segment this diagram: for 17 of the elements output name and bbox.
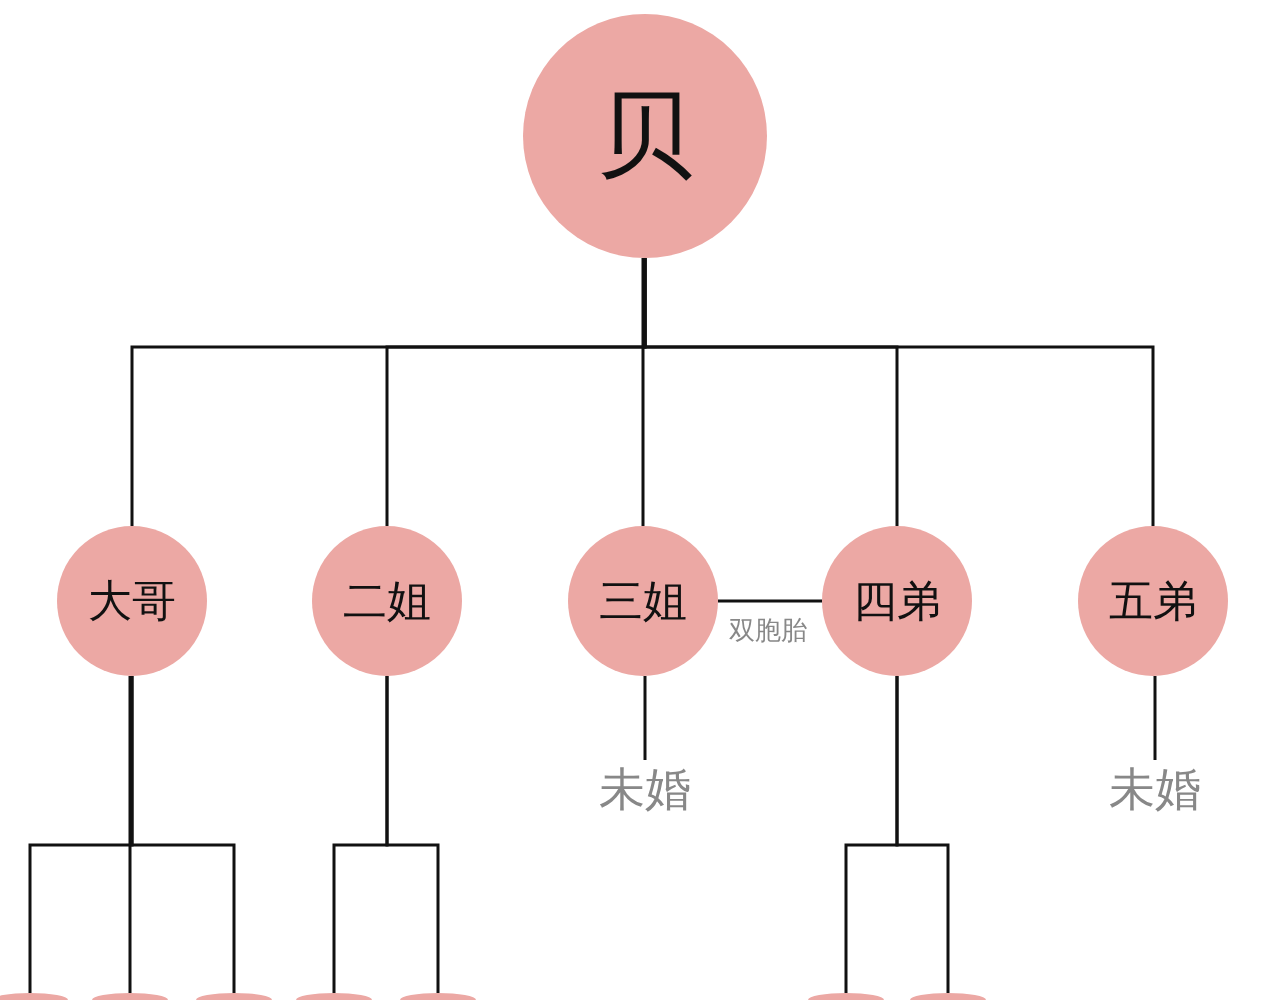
person-circle: 四弟: [822, 526, 972, 676]
connector-line: [130, 676, 236, 993]
connector-line: [643, 676, 647, 760]
connector-line: [385, 676, 440, 993]
connector-line: [643, 258, 1155, 526]
connector-line: [1153, 676, 1157, 760]
person-circle: 三姐: [568, 526, 718, 676]
connector-line: [718, 599, 822, 603]
status-text: 未婚: [590, 760, 700, 820]
connector-line: [641, 258, 645, 526]
status-text: 未婚: [1100, 760, 1210, 820]
person-circle: 贝: [523, 14, 767, 258]
person-circle: 五弟: [1078, 526, 1228, 676]
person-circle: 二姐: [312, 526, 462, 676]
connector-line: [128, 676, 132, 993]
person-circle: 大哥: [57, 526, 207, 676]
connector-line: [895, 676, 950, 993]
